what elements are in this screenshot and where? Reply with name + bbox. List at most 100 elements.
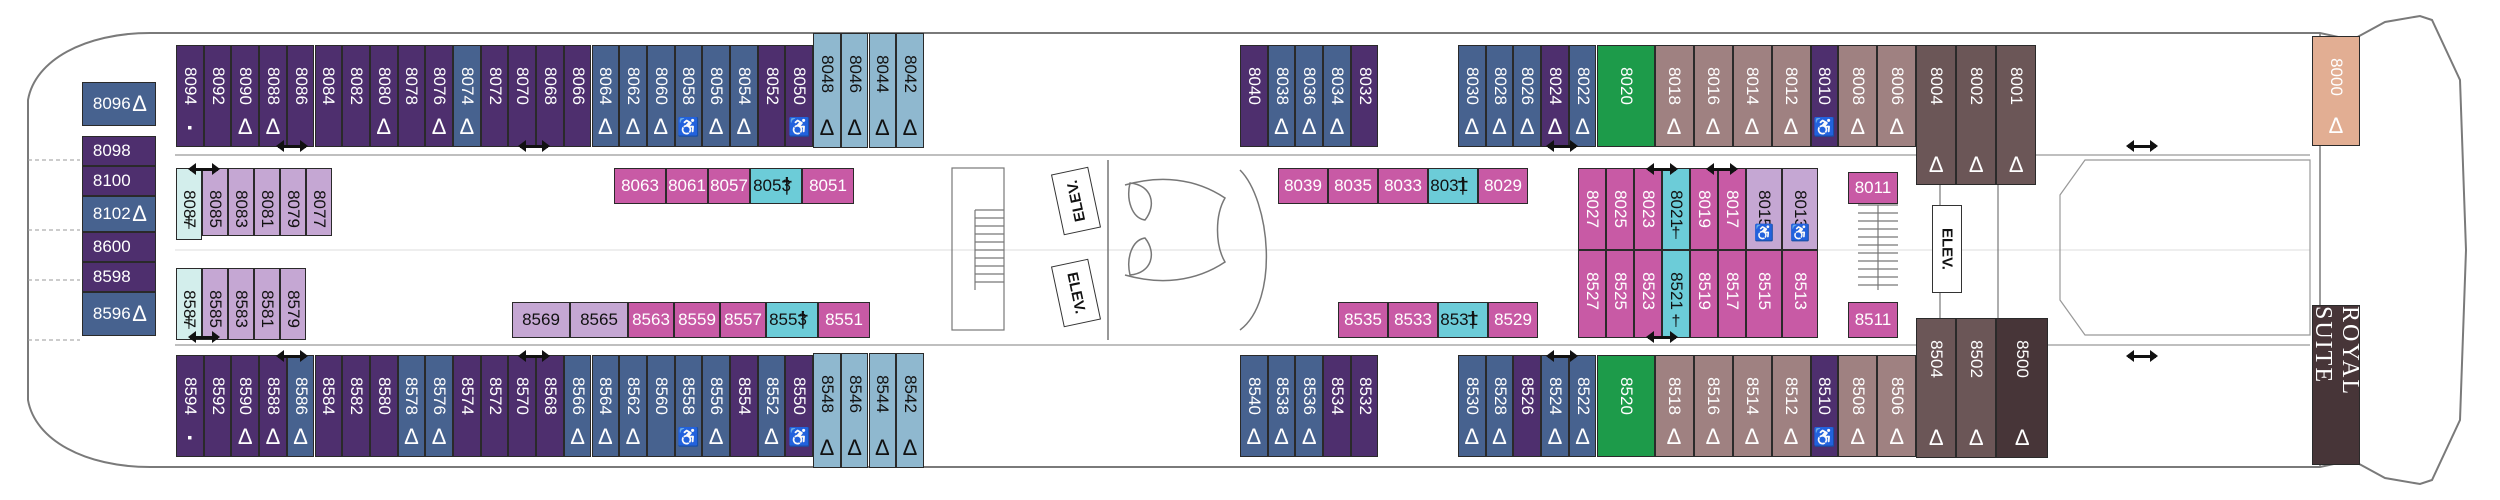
- cabin-8568[interactable]: 8568: [536, 355, 564, 457]
- cabin-8011[interactable]: 8011: [1848, 172, 1898, 204]
- cabin-8068[interactable]: 8068: [536, 45, 564, 147]
- cabin-8061[interactable]: 8061: [666, 168, 708, 204]
- cabin-8531[interactable]: 8531†: [1438, 302, 1488, 338]
- cabin-8087[interactable]: 8087†: [176, 168, 202, 240]
- cabin-8094[interactable]: 8094▪: [176, 45, 204, 147]
- cabin-8020[interactable]: 8020: [1596, 45, 1655, 147]
- cabin-8015[interactable]: 8015♿: [1746, 168, 1782, 250]
- cabin-8092[interactable]: 8092: [203, 45, 232, 147]
- cabin-8523[interactable]: 8523: [1634, 250, 1662, 338]
- cabin-8510[interactable]: 8510♿: [1810, 355, 1839, 457]
- cabin-8550[interactable]: 8550♿: [785, 355, 814, 457]
- cabin-8517[interactable]: 8517: [1718, 250, 1746, 338]
- cabin-8086[interactable]: 8086: [286, 45, 315, 147]
- cabin-8533[interactable]: 8533: [1388, 302, 1438, 338]
- cabin-8559[interactable]: 8559: [674, 302, 720, 338]
- cabin-8027[interactable]: 8027: [1578, 168, 1606, 250]
- cabin-8551[interactable]: 8551: [818, 302, 870, 338]
- cabin-8532[interactable]: 8532: [1350, 355, 1379, 457]
- cabin-8511[interactable]: 8511: [1848, 302, 1898, 338]
- cabin-8017[interactable]: 8017: [1718, 168, 1746, 250]
- cabin-8594[interactable]: 8594▪: [176, 355, 204, 457]
- cabin-8010[interactable]: 8010♿: [1810, 45, 1839, 147]
- cabin-8515[interactable]: 8515: [1746, 250, 1782, 338]
- cabin-8521[interactable]: 8521†: [1662, 250, 1690, 338]
- cabin-8063[interactable]: 8063: [614, 168, 666, 204]
- cabin-8029[interactable]: 8029: [1478, 168, 1528, 204]
- cabin-8078[interactable]: 8078: [397, 45, 426, 147]
- cabin-8100[interactable]: 8100: [82, 166, 156, 196]
- cabin-8584[interactable]: 8584: [314, 355, 343, 457]
- cabin-8557[interactable]: 8557: [720, 302, 766, 338]
- cabin-8563[interactable]: 8563: [628, 302, 674, 338]
- cabin-8013[interactable]: 8013♿: [1782, 168, 1818, 250]
- cabin-8583[interactable]: 8583: [228, 268, 254, 340]
- cabin-8053[interactable]: 8053†: [750, 168, 802, 204]
- cabin-8040[interactable]: 8040: [1240, 45, 1268, 147]
- cabin-8031[interactable]: 8031†: [1428, 168, 1478, 204]
- cabin-8519[interactable]: 8519: [1690, 250, 1718, 338]
- cabin-8527[interactable]: 8527: [1578, 250, 1606, 338]
- cabin-8025[interactable]: 8025: [1606, 168, 1634, 250]
- cabin-8520[interactable]: 8520: [1596, 355, 1655, 457]
- cabin-8569[interactable]: 8569: [512, 302, 570, 338]
- cabin-8052[interactable]: 8052: [757, 45, 786, 147]
- cabin-8579[interactable]: 8579: [280, 268, 306, 340]
- cabin-8592[interactable]: 8592: [203, 355, 232, 457]
- cabin-8081[interactable]: 8081: [254, 168, 280, 236]
- cabin-8084[interactable]: 8084: [314, 45, 343, 147]
- cabin-8019[interactable]: 8019: [1690, 168, 1718, 250]
- cabin-8039[interactable]: 8039: [1278, 168, 1328, 204]
- cabin-8083[interactable]: 8083: [228, 168, 254, 236]
- cabin-8051[interactable]: 8051: [802, 168, 854, 204]
- cabin-8585[interactable]: 8585: [202, 268, 228, 340]
- cabin-8587[interactable]: 8587†: [176, 268, 202, 340]
- cabin-8553[interactable]: 8553†: [766, 302, 818, 338]
- cabin-8098[interactable]: 8098: [82, 136, 156, 166]
- cabin-8082[interactable]: 8082: [342, 45, 370, 147]
- cabin-8582[interactable]: 8582: [342, 355, 370, 457]
- cabin-8070[interactable]: 8070: [508, 45, 537, 147]
- cabin-8565[interactable]: 8565: [570, 302, 628, 338]
- cabin-8072[interactable]: 8072: [480, 45, 509, 147]
- cabin-8529[interactable]: 8529: [1488, 302, 1538, 338]
- cabin-8534[interactable]: 8534: [1323, 355, 1351, 457]
- cabin-8574[interactable]: 8574: [453, 355, 481, 457]
